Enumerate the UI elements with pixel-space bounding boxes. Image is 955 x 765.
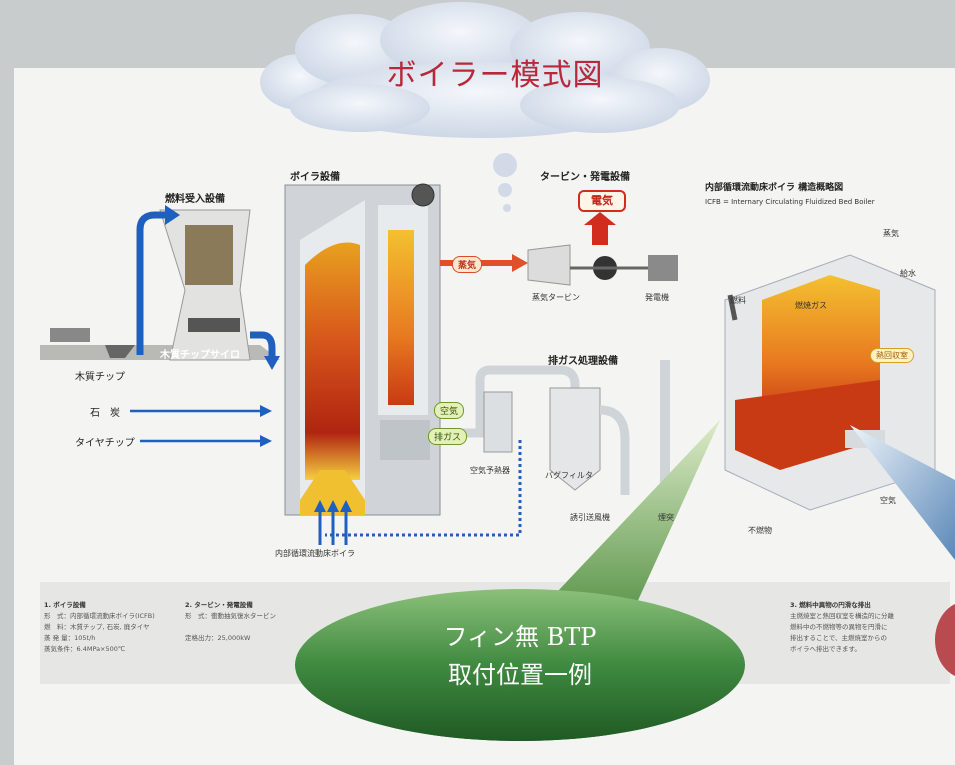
electric-up-arrow — [584, 212, 616, 245]
air-arrows — [318, 510, 348, 545]
spec-block-1: 1. ボイラ設備 形 式：内部循環流動床ボイラ(ICFB) 燃 料：木質チップ,… — [44, 600, 155, 655]
title-cloud — [260, 2, 710, 212]
blue-pointer — [850, 425, 955, 560]
spec-line: 主燃焼室と熱回収室を構造的に分離 — [790, 612, 894, 620]
fuel-silo — [159, 209, 251, 361]
spec-line: 燃料中の不燃物等の異物を円滑に — [790, 623, 888, 631]
title-cloud-text: ボイラー模式図 — [260, 0, 730, 130]
spec-line: 燃 料：木質チップ, 石炭, 廃タイヤ — [44, 623, 150, 631]
incombustibles-label: 不燃物 — [748, 526, 772, 535]
silo-out-arrow — [250, 331, 276, 360]
chimney-label: 煙突 — [658, 513, 674, 522]
spec-line: 蒸 発 量：105t/h — [44, 634, 96, 642]
wood-chip-label: 木質チップ — [75, 372, 125, 383]
spec-line: 定格出力：25,000kW — [185, 634, 251, 642]
hopper-icon — [105, 345, 135, 358]
silo-label: 木質チップサイロ — [160, 350, 240, 361]
induced-fan-label: 誘引送風機 — [570, 513, 610, 522]
spec-block-3: 3. 燃料中異物の円滑な排出 主燃焼室と熱回収室を構造的に分離 燃料中の不燃物等… — [790, 600, 894, 655]
bag-filter-label: バグフィルタ — [545, 471, 593, 480]
tire-chip-label: タイヤチップ — [75, 438, 135, 449]
icfb-air-label: 空気 — [880, 496, 896, 505]
air-tag: 空気 — [434, 402, 465, 419]
turbine-generator — [527, 244, 678, 286]
spec-block-2: 2. タービン・発電設備 形 式：衝動抽気復水タービン 定格出力：25,000k… — [185, 600, 276, 644]
page-title: ボイラー模式図 — [386, 58, 604, 93]
truck-icon — [50, 328, 90, 342]
callout-line-1: フィン無 BTP — [443, 623, 597, 651]
icfb-gas-label: 燃焼ガス — [795, 301, 827, 310]
boiler-unit — [284, 183, 441, 516]
electricity-badge: 電気 — [578, 190, 626, 212]
exhaust-system — [440, 360, 670, 530]
steam-tag: 蒸気 — [452, 256, 483, 273]
spec-line: 蒸気条件：6.4MPa×500℃ — [44, 645, 126, 653]
spec-line: ボイラへ排出できます。 — [790, 645, 861, 653]
icfb-label: 内部循環流動床ボイラ — [275, 549, 355, 558]
feed-arrow — [136, 211, 168, 355]
coal-label: 石 炭 — [90, 408, 120, 419]
exhaust-treatment-label: 排ガス処理設備 — [548, 356, 618, 367]
exhaust-tag: 排ガス — [428, 428, 468, 445]
spec-line: 排出することで、主燃焼室からの — [790, 634, 888, 642]
icfb-fuel-label: 燃料 — [730, 296, 746, 305]
heat-recovery-tag: 熱回収室 — [870, 348, 914, 363]
icfb-feedwater-label: 給水 — [900, 269, 916, 278]
spec-line: 形 式：衝動抽気復水タービン — [185, 612, 276, 620]
boiler-equipment-label: ボイラ設備 — [290, 172, 340, 183]
spec-heading: 2. タービン・発電設備 — [185, 601, 253, 609]
steam-turbine-label: 蒸気タービン — [532, 293, 580, 302]
generator-label: 発電機 — [645, 293, 669, 302]
icfb-subtitle: ICFB = Internary Circulating Fluidized B… — [705, 198, 875, 206]
fuel-receiving-label: 燃料受入設備 — [165, 194, 225, 205]
spec-line: 形 式：内部循環流動床ボイラ(ICFB) — [44, 612, 155, 620]
spec-heading: 3. 燃料中異物の円滑な排出 — [790, 601, 871, 609]
return-air-dotted — [325, 440, 522, 537]
icfb-title: 内部循環流動床ボイラ 構造概略図 — [705, 183, 844, 193]
air-preheater-label: 空気予熱器 — [470, 466, 510, 475]
turbine-label: タービン・発電設備 — [540, 172, 630, 183]
icfb-steam-label: 蒸気 — [883, 229, 899, 238]
callout-line-2: 取付位置一例 — [448, 661, 592, 689]
callout-text: フィン無 BTP 取付位置一例 — [300, 618, 740, 694]
spec-heading: 1. ボイラ設備 — [44, 601, 86, 609]
